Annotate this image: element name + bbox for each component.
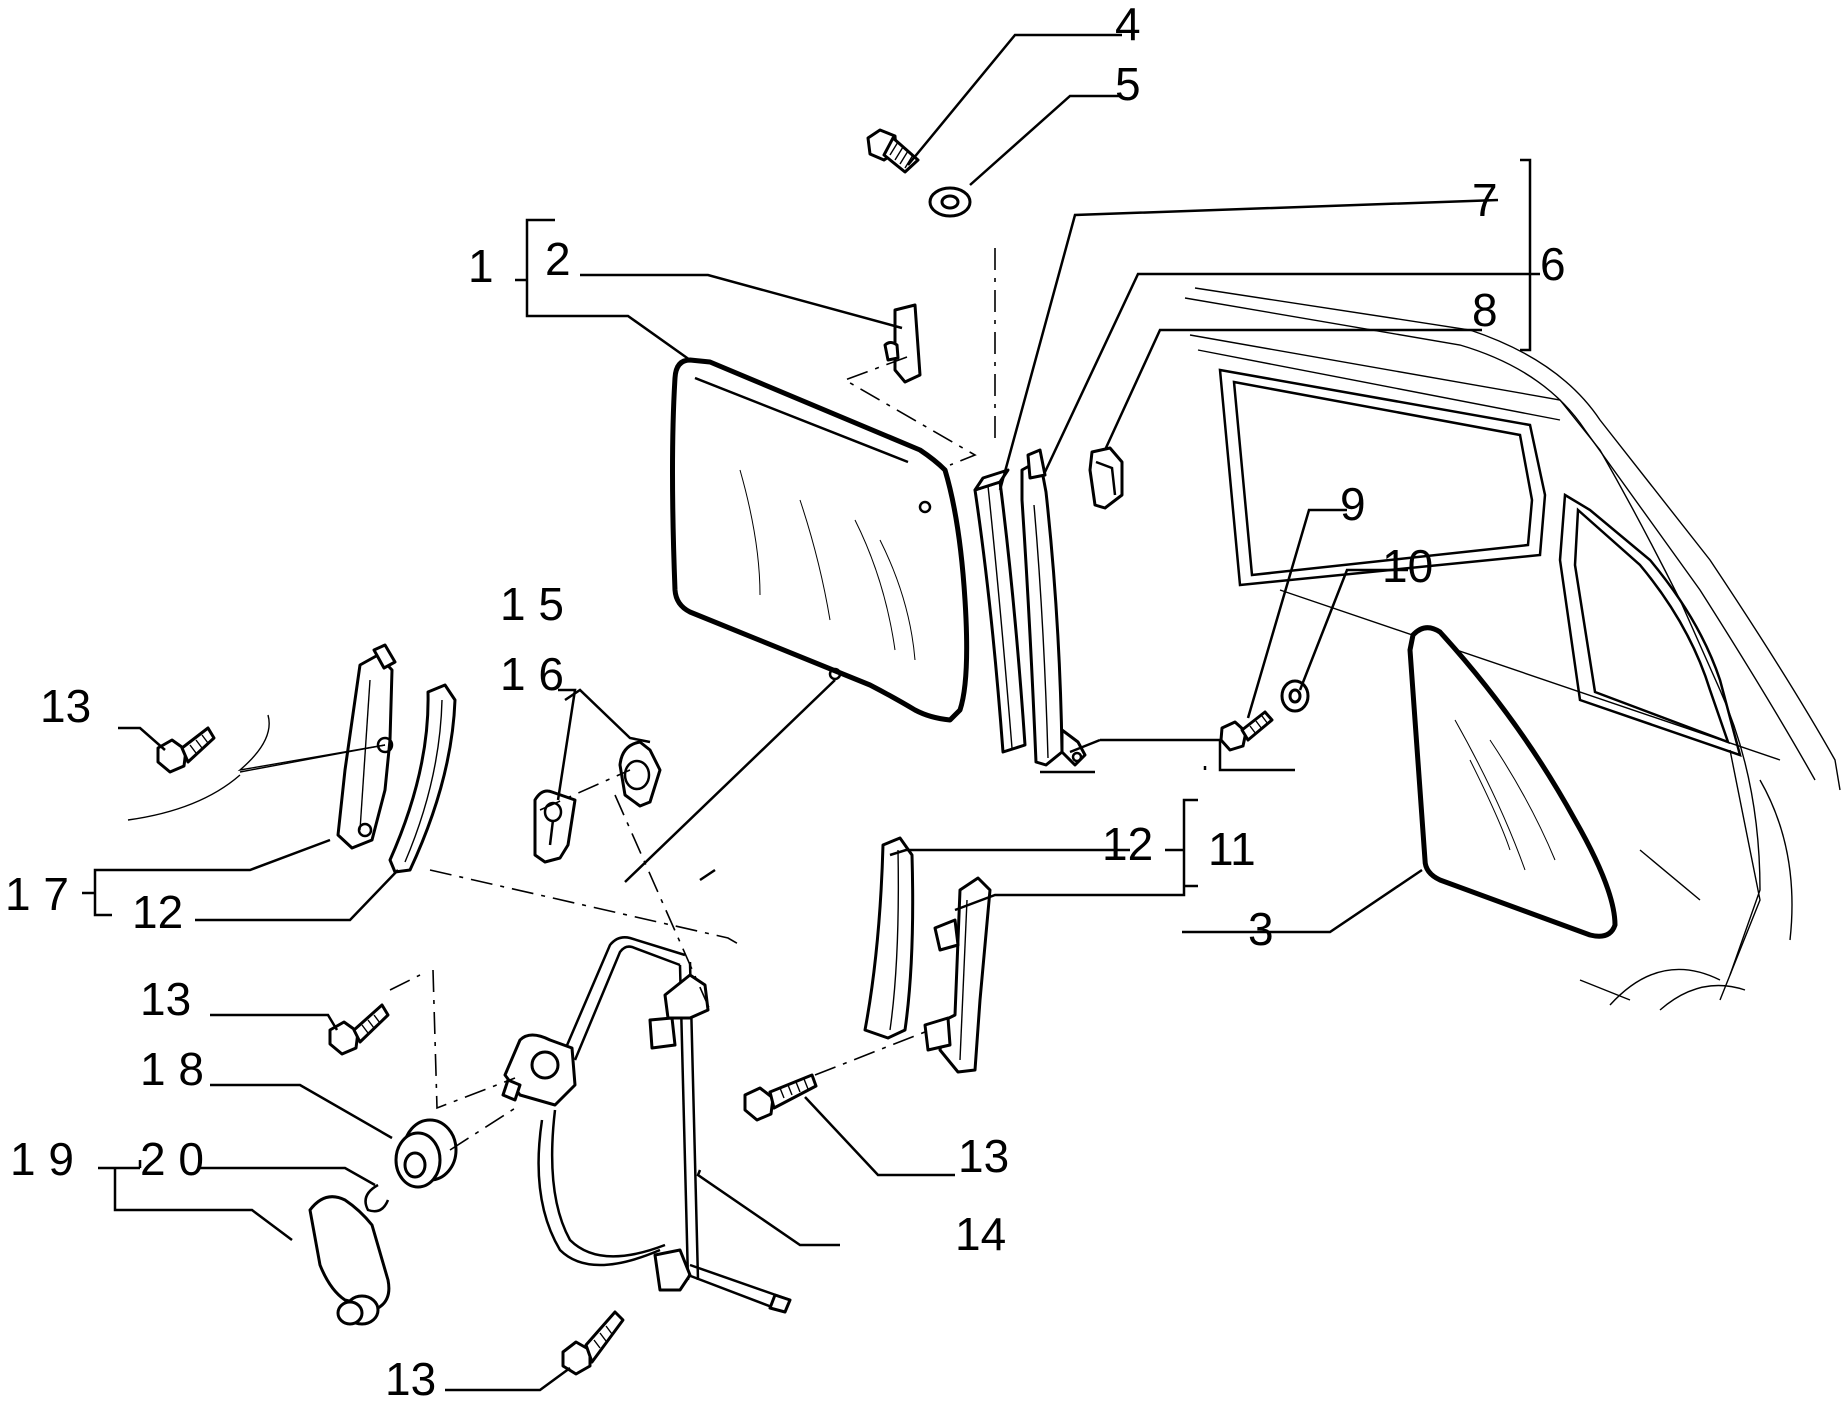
- callout-1: 1: [468, 240, 494, 292]
- callout-12-left: 12: [132, 886, 183, 938]
- guide-8: [1088, 446, 1124, 510]
- assembly-lines: [389, 248, 996, 1151]
- callout-6: 6: [1540, 238, 1566, 290]
- callout-17: 1 7: [5, 868, 69, 920]
- callout-7: 7: [1472, 174, 1498, 226]
- callout-2: 2: [545, 233, 571, 285]
- washer-5: [928, 186, 972, 218]
- callout-13-top-left: 13: [40, 680, 91, 732]
- escutcheon-18: [394, 1118, 458, 1189]
- slider-15: [618, 740, 662, 808]
- callout-5: 5: [1115, 58, 1141, 110]
- callout-9: 9: [1340, 478, 1366, 530]
- callout-8: 8: [1472, 284, 1498, 336]
- front-guide-channel-12: [388, 683, 457, 874]
- screw-13-middle-left: [328, 1003, 390, 1056]
- callout-13-bottom: 13: [385, 1353, 436, 1397]
- crank-handle-19: [308, 1195, 391, 1326]
- window-channel-6: [1020, 448, 1087, 767]
- screw-13-right: [743, 1073, 818, 1122]
- slider-16: [533, 789, 577, 864]
- car-body-outline: [1184, 287, 1841, 1011]
- callout-19: 1 9: [10, 1133, 74, 1185]
- callout-10: 10: [1382, 540, 1433, 592]
- rear-guide-bracket-11: [923, 876, 992, 1074]
- callout-13-middle-left: 13: [140, 973, 191, 1025]
- front-guide-bracket-17: [336, 643, 397, 850]
- retaining-clip-20: [364, 1183, 390, 1213]
- callout-11: 11: [1208, 823, 1256, 875]
- screw-13-top-left: [156, 726, 216, 774]
- callout-12-right: 12: [1102, 818, 1153, 870]
- callout-20: 2 0: [140, 1133, 204, 1185]
- leader-lines: [82, 33, 1540, 1392]
- screw-9: [1219, 710, 1274, 752]
- bolt-4: [866, 128, 920, 174]
- rear-guide-channel-12: [863, 836, 915, 1040]
- callout-14: 14: [955, 1208, 1006, 1260]
- callout-16: 1 6: [500, 648, 564, 700]
- door-glass: [670, 357, 970, 723]
- callout-15: 1 5: [500, 578, 564, 630]
- callout-3: 3: [1248, 903, 1274, 955]
- door-wire-detail: [127, 714, 386, 821]
- quarter-glass: [1407, 625, 1618, 939]
- window-channel-7: [973, 468, 1027, 754]
- glass-clip: [883, 303, 922, 384]
- callout-18: 1 8: [140, 1043, 204, 1095]
- window-regulator: [501, 936, 792, 1314]
- callout-13-right: 13: [958, 1130, 1009, 1182]
- washer-10: [1280, 679, 1310, 713]
- callout-4: 4: [1115, 0, 1141, 50]
- screw-13-bottom: [561, 1310, 625, 1376]
- callout-labels: 4 5 7 6 8 1 2 9 10 3 11 12 1 5 1 6 13 1 …: [5, 0, 1566, 1402]
